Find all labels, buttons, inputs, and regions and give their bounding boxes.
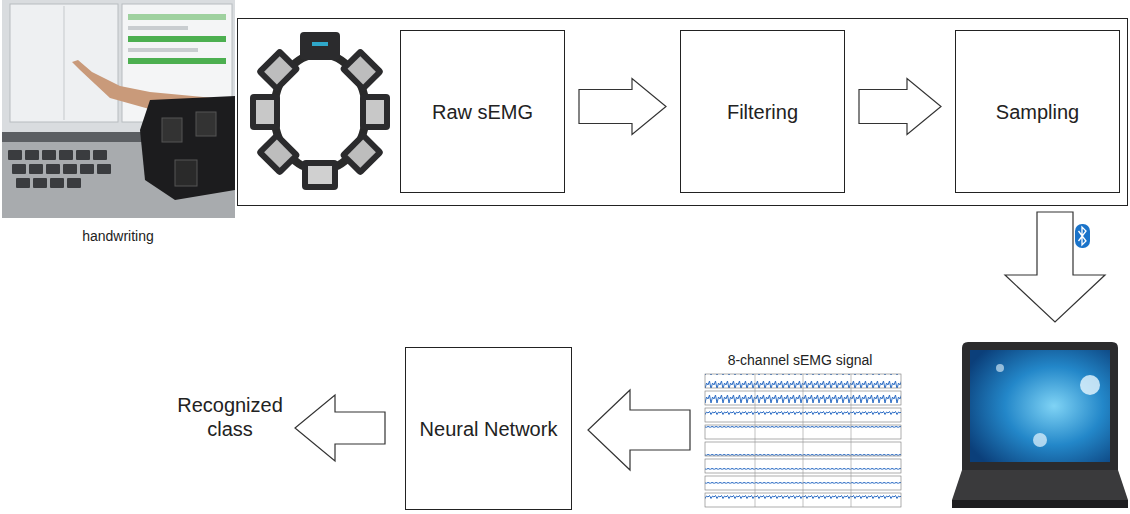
bluetooth-arrow (1005, 212, 1105, 322)
process-box: Sampling (955, 30, 1120, 193)
box-label: Raw sEMG (432, 99, 533, 125)
acquisition-frame (238, 19, 1128, 206)
network-to-class-arrow (295, 395, 385, 461)
box-label: Neural Network (420, 416, 558, 442)
block-arrow (859, 79, 941, 135)
process-box: Filtering (680, 30, 845, 193)
text-label: 8-channel sEMG signal (728, 352, 873, 369)
signal-to-network-arrow (588, 390, 690, 470)
text-label: handwriting (82, 228, 154, 245)
armband-illustration (250, 32, 390, 190)
process-box: Neural Network (405, 347, 572, 510)
text-label: Recognized class (170, 393, 290, 441)
block-arrow (579, 79, 666, 135)
bluetooth-symbol (1075, 224, 1090, 248)
semg-signal-plot (705, 374, 901, 507)
box-label: Sampling (996, 99, 1079, 125)
process-box: Raw sEMG (400, 30, 565, 193)
handwriting-photo (2, 0, 235, 218)
box-label: Filtering (727, 99, 798, 125)
laptop-icon (952, 342, 1128, 508)
